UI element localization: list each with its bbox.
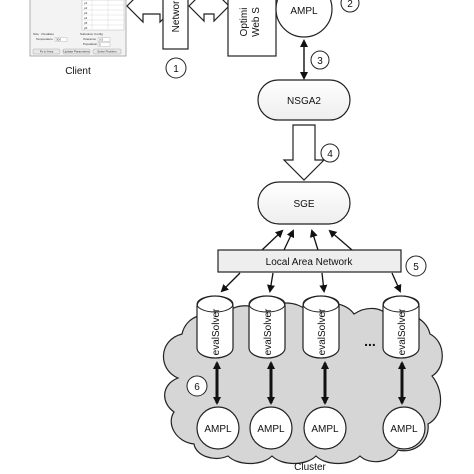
eval-solver-node: evalSolver — [248, 295, 286, 359]
ampl-top-label: AMPL — [290, 6, 318, 17]
network-box: Network — [162, 0, 189, 50]
param-header-right: Subsolver Config — [80, 32, 103, 36]
solve-problem-label: Solve Problem — [97, 50, 117, 54]
step-badge: 1 — [165, 57, 187, 79]
param-value: 0.5 — [99, 38, 104, 42]
eval-solver-node: evalSolver — [302, 295, 340, 359]
network-label: Network — [171, 0, 182, 32]
client-buttons: Fit in Area Update Parameters Solve Prob… — [32, 48, 122, 55]
step-badge: 6 — [186, 375, 208, 397]
client-label: Client — [65, 66, 91, 77]
eval-solver-node: evalSolver — [196, 295, 234, 359]
eval-solver-label: evalSolver — [397, 308, 408, 355]
grid-row-label: p6 — [84, 26, 88, 30]
grid-row-label: p1 — [84, 1, 88, 5]
svg-text:5: 5 — [413, 262, 419, 273]
lan-bar: Local Area Network — [217, 249, 402, 273]
param-header-left: Size · Penalties — [33, 32, 54, 36]
param-label: Temperature — [36, 37, 53, 41]
param-field[interactable] — [97, 37, 111, 42]
step-badge: 2 — [340, 0, 360, 13]
nsga2-sge-arrow — [282, 124, 326, 181]
svg-text:AMPL: AMPL — [204, 424, 232, 435]
nsga2-label: NSGA2 — [287, 96, 321, 107]
ampl-top-node: AMPL — [275, 0, 333, 38]
grid-row-label: p5 — [84, 21, 88, 25]
param-field[interactable] — [97, 42, 111, 47]
step-badge: 3 — [310, 50, 330, 70]
network-webservice-arrow — [188, 0, 230, 23]
svg-text:3: 3 — [317, 56, 323, 67]
sge-lan-arrows — [261, 229, 353, 251]
ellipsis-label: ... — [364, 333, 376, 349]
eval-solver-label: evalSolver — [211, 308, 222, 355]
web-service-label-line2: Web S — [251, 7, 262, 37]
svg-text:2: 2 — [347, 0, 353, 10]
svg-text:AMPL: AMPL — [390, 424, 418, 435]
sge-node: SGE — [257, 181, 351, 225]
param-field[interactable] — [54, 37, 68, 42]
param-value: 5 — [99, 43, 101, 47]
solver-ampl-arrows — [213, 361, 406, 405]
grid-row-label: p3 — [84, 11, 88, 15]
eval-solver-label: evalSolver — [317, 308, 328, 355]
ampl-cluster-node: AMPL — [249, 406, 293, 450]
lan-label: Local Area Network — [266, 257, 354, 268]
svg-text:AMPL: AMPL — [257, 424, 285, 435]
ampl-cluster-node: AMPL — [196, 406, 240, 450]
param-label: Tolerance — [83, 37, 96, 41]
grid-row-label: p2 — [84, 6, 88, 10]
sge-label: SGE — [293, 199, 314, 210]
fit-in-area-button[interactable] — [32, 48, 61, 55]
solve-problem-button[interactable] — [92, 48, 122, 55]
cluster-label: Cluster — [294, 462, 326, 473]
svg-text:1: 1 — [173, 64, 179, 75]
ampl-cluster-node: AMPL — [303, 406, 347, 450]
grid-row-label: p4 — [84, 16, 88, 20]
eval-solver-label: evalSolver — [263, 308, 274, 355]
web-service-label-line1: Optimi — [239, 8, 250, 37]
step-badge: 4 — [320, 143, 340, 163]
web-service-box: Optimi Web S — [227, 0, 277, 57]
param-label: Population — [83, 42, 98, 46]
svg-text:4: 4 — [327, 149, 333, 160]
client-window: p1 p2 p3 p4 p5 p6 Size · Penalties Subso… — [29, 0, 127, 57]
lan-solver-arrows — [220, 272, 402, 293]
fit-in-area-label: Fit in Area — [40, 50, 54, 54]
nsga2-node: NSGA2 — [257, 79, 351, 121]
svg-text:6: 6 — [194, 382, 200, 393]
param-value: 300 — [56, 38, 61, 42]
client-window-grid — [82, 0, 124, 30]
ampl-cluster-node: AMPL — [382, 406, 426, 450]
update-parameters-button[interactable] — [62, 48, 91, 55]
svg-text:AMPL: AMPL — [311, 424, 339, 435]
step-badge: 5 — [405, 255, 427, 277]
eval-solver-node: evalSolver — [382, 295, 420, 359]
update-parameters-label: Update Parameters — [63, 50, 90, 54]
